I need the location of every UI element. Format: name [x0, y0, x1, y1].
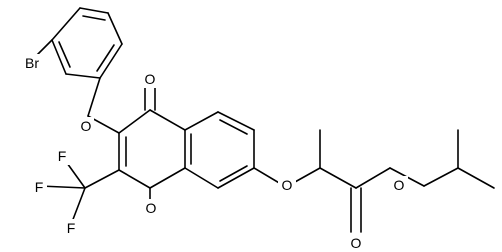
bromine-atom-label: Br [25, 55, 39, 71]
carbonyl-oxygen-label: O [145, 71, 156, 87]
chromone-core [118, 109, 255, 189]
bromophenyl-ring [51, 7, 123, 79]
ring-oxygen-label: O [146, 200, 157, 216]
ether-oxygen-top-label: O [81, 118, 92, 134]
ester-carbonyl-oxygen-label: O [351, 235, 362, 251]
ester-oxygen-label: O [394, 177, 405, 193]
side-chain [253, 129, 495, 233]
fluorine-right-label: F [67, 220, 76, 236]
atom-labels: Br O O O O O O F F F [18, 54, 408, 252]
fluorine-left-label: F [58, 148, 67, 164]
substituent-bonds [33, 39, 156, 223]
ether-oxygen-right-label: O [282, 177, 293, 193]
fluorine-middle-label: F [35, 179, 44, 195]
